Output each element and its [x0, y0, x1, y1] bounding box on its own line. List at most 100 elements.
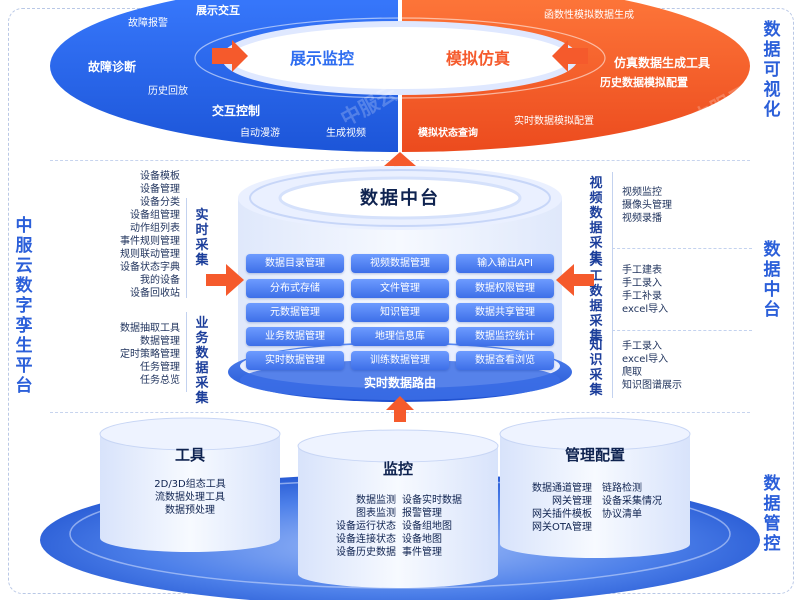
arrow-left-icon-hub	[556, 264, 594, 296]
list-item: 设备组地图	[402, 521, 452, 532]
list-item: 任务管理	[140, 362, 180, 373]
arrow-up-icon	[384, 152, 416, 176]
left-divider	[186, 198, 187, 298]
list-item: excel导入	[622, 354, 669, 365]
monitor-list-col2: 设备实时数据 报警管理 设备组地图 设备地图 事件管理	[402, 494, 462, 559]
list-item: 2D/3D组态工具	[154, 479, 226, 490]
list-item: 网关管理	[552, 496, 592, 507]
chip-data-browse: 数据查看浏览	[456, 351, 554, 370]
realtime-route-label: 实时数据路由	[363, 376, 436, 390]
chip-knowledge: 知识管理	[351, 303, 449, 322]
history-playback-label: 历史回放	[148, 86, 188, 97]
manual-collect-list: 手工建表 手工录入 手工补录 excel导入	[622, 264, 668, 316]
left-divider-2	[186, 312, 187, 392]
list-item: 设备回收站	[130, 288, 180, 299]
list-item: 视频录播	[622, 213, 662, 224]
right-hline-2	[612, 330, 752, 331]
list-item: 图表监测	[356, 508, 396, 519]
list-item: 视频监控	[622, 187, 662, 198]
chip-business-data: 业务数据管理	[246, 327, 344, 346]
list-item: 设备组管理	[130, 210, 180, 221]
list-item: 我的设备	[140, 275, 180, 286]
chip-data-catalog: 数据目录管理	[246, 254, 344, 273]
fault-diagnosis-label: 故障诊断	[88, 60, 137, 74]
realtime-sim-config-label: 实时数据模拟配置	[514, 116, 594, 127]
list-item: 摄像头管理	[622, 200, 672, 211]
right-hline	[612, 248, 752, 249]
business-collect-list: 数据抽取工具 数据管理 定时策略管理 任务管理 任务总览	[86, 322, 180, 387]
tools-list: 2D/3D组态工具 流数据处理工具 数据预处理	[130, 478, 250, 517]
right-divider	[612, 172, 613, 398]
list-item: 任务总览	[140, 375, 180, 386]
manual-collect-title: 人工数据采集	[589, 254, 603, 344]
monitor-title: 监控	[382, 460, 413, 478]
history-sim-config-label: 历史数据模拟配置	[600, 76, 688, 89]
tools-title: 工具	[174, 446, 205, 464]
mgmt-list-col1: 数据通道管理 网关管理 网关插件模板 网关OTA管理	[502, 482, 592, 534]
data-visualization-title: 数据可视化	[763, 20, 781, 120]
list-item: 设备地图	[402, 534, 442, 545]
chip-realtime-data: 实时数据管理	[246, 351, 344, 370]
list-item: 网关插件模板	[532, 509, 592, 520]
list-item: 事件规则管理	[120, 236, 180, 247]
chip-data-monitor-stats: 数据监控统计	[456, 327, 554, 346]
visualization-ellipse	[50, 0, 750, 160]
hub-title: 数据中台	[360, 188, 440, 209]
chip-distributed-storage: 分布式存储	[246, 279, 344, 298]
monitor-list-col1: 数据监测 图表监测 设备运行状态 设备连接状态 设备历史数据	[304, 494, 396, 559]
list-item: 爬取	[622, 367, 642, 378]
display-interaction-label: 展示交互	[196, 4, 240, 17]
knowledge-collect-list: 手工录入 excel导入 爬取 知识图谱展示	[622, 340, 682, 392]
interaction-control-label: 交互控制	[212, 104, 261, 118]
list-item: 设备运行状态	[336, 521, 396, 532]
auto-roam-label: 自动漫游	[240, 128, 280, 139]
list-item: 设备状态字典	[120, 262, 180, 273]
arrow-right-icon	[212, 40, 248, 72]
business-collect-title: 业务数据采集	[195, 316, 209, 406]
list-item: 数据管理	[140, 336, 180, 347]
arrow-up-icon-bottom	[386, 396, 414, 422]
simulation-label: 模拟仿真	[445, 49, 510, 68]
list-item: 知识图谱展示	[622, 380, 682, 391]
list-item: 手工录入	[622, 278, 662, 289]
list-item: excel导入	[622, 304, 669, 315]
list-item: 规则联动管理	[120, 249, 180, 260]
list-item: 手工建表	[622, 265, 662, 276]
knowledge-collect-title: 知识采集	[589, 338, 603, 398]
list-item: 设备采集情况	[602, 496, 662, 507]
list-item: 动作组列表	[130, 223, 180, 234]
sim-status-query-label: 模拟状态查询	[418, 128, 478, 139]
list-item: 流数据处理工具	[155, 492, 225, 503]
list-item: 数据抽取工具	[120, 323, 180, 334]
management-platform	[40, 417, 760, 600]
chip-video-data: 视频数据管理	[351, 254, 449, 273]
list-item: 协议清单	[602, 509, 642, 520]
data-middle-platform-title: 数据中台	[763, 240, 781, 320]
list-item: 数据监测	[356, 495, 396, 506]
list-item: 设备管理	[140, 184, 180, 195]
fault-alarm-label: 故障报警	[128, 18, 168, 29]
display-monitor-label: 展示监控	[289, 49, 354, 68]
data-management-title: 数据管控	[763, 474, 781, 554]
list-item: 设备模板	[140, 171, 180, 182]
mgmt-config-title: 管理配置	[564, 446, 625, 464]
chip-geo-info: 地理信息库	[351, 327, 449, 346]
chip-data-permission: 数据权限管理	[456, 279, 554, 298]
realtime-collect-list: 设备模板 设备管理 设备分类 设备组管理 动作组列表 事件规则管理 规则联动管理…	[86, 170, 180, 300]
list-item: 定时策略管理	[120, 349, 180, 360]
list-item: 设备分类	[140, 197, 180, 208]
list-item: 手工录入	[622, 341, 662, 352]
arrow-left-icon	[552, 40, 588, 72]
list-item: 设备连接状态	[336, 534, 396, 545]
chip-metadata: 元数据管理	[246, 303, 344, 322]
function-sim-label: 函数性模拟数据生成	[544, 10, 634, 21]
list-item: 数据通道管理	[532, 483, 592, 494]
list-item: 报警管理	[402, 508, 442, 519]
list-item: 链路检测	[602, 483, 642, 494]
arrow-right-icon-hub	[206, 264, 244, 296]
chip-data-sharing: 数据共享管理	[456, 303, 554, 322]
generate-video-label: 生成视频	[326, 128, 366, 139]
list-item: 设备实时数据	[402, 495, 462, 506]
list-item: 网关OTA管理	[531, 522, 592, 533]
list-item: 手工补录	[622, 291, 662, 302]
